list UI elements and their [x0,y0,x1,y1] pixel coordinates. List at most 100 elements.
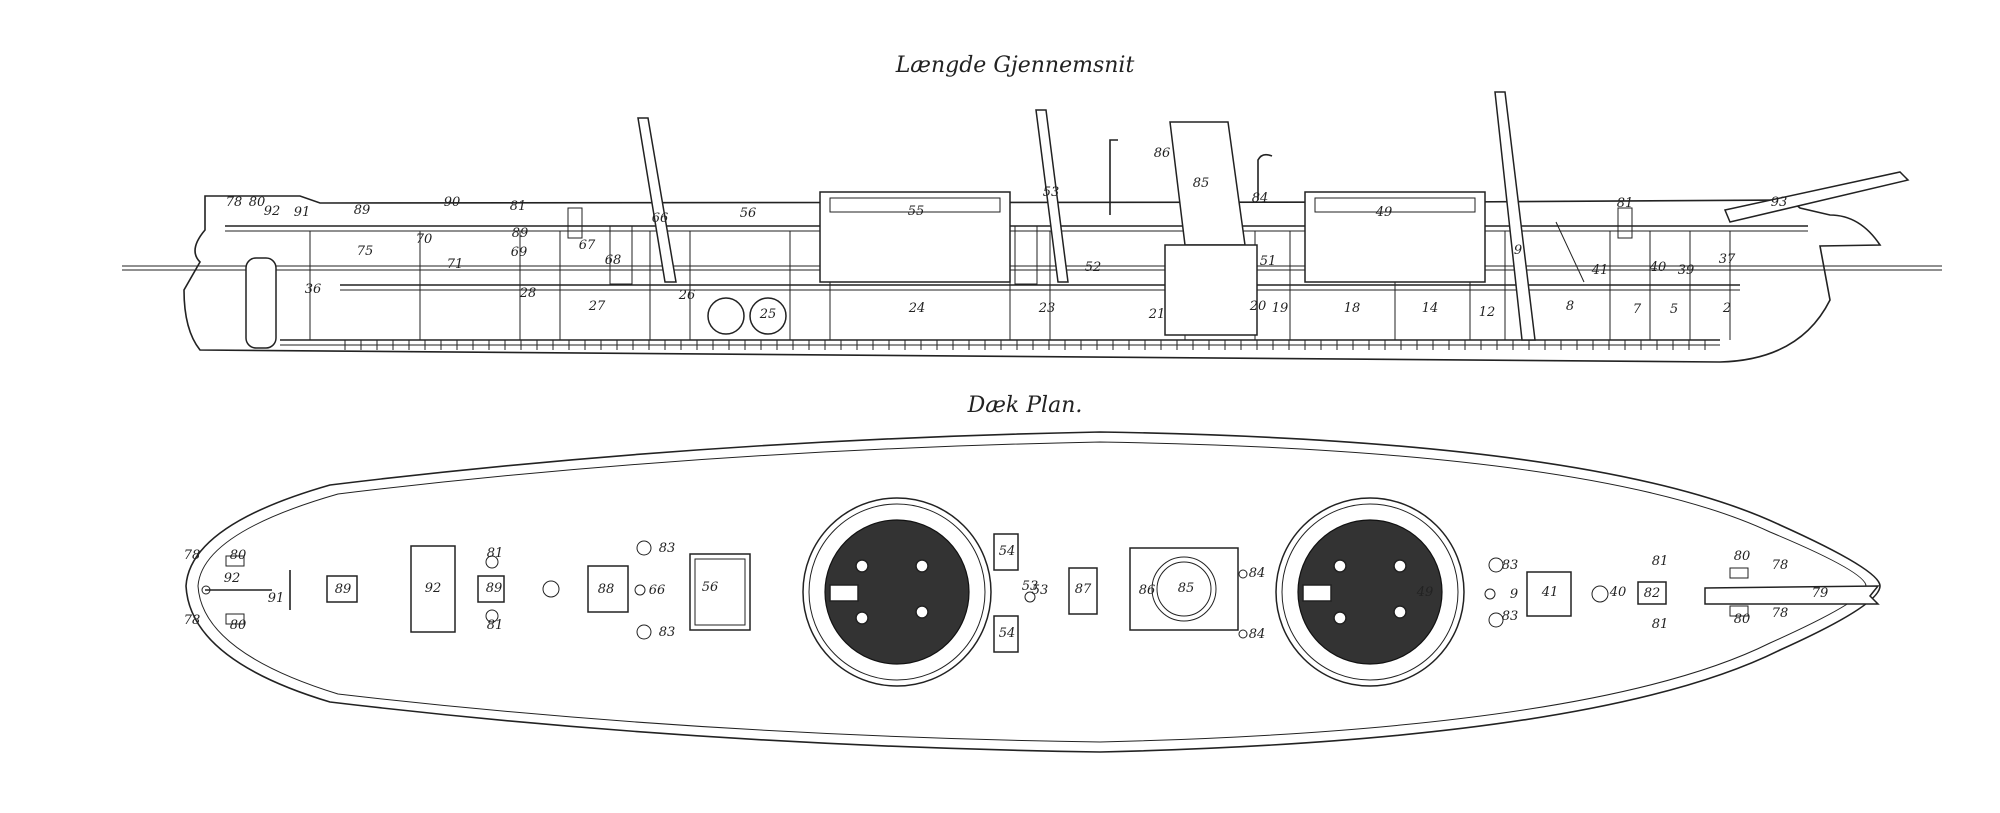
section-label: 91 [294,205,311,220]
section-label: 89 [512,226,529,241]
main-mast [1035,109,1069,283]
section-label: 51 [1260,254,1277,269]
plan-label: 80 [230,548,247,563]
section-label: 41 [1591,263,1609,278]
ventilator-plan [1591,585,1609,603]
hatch [993,533,1019,571]
plan-label: 78 [184,613,201,628]
bowsprit [1723,171,1910,223]
section-title: Længde Gjennemsnit [895,53,1135,78]
plan-label: 81 [1652,617,1669,632]
plan-label: 66 [649,583,666,598]
double-bottom-frames [344,340,1706,350]
ventilator-plan [542,580,560,598]
plan-label: 53 [1022,579,1039,594]
plan-label: 9 [1510,587,1518,602]
plan-label: 81 [487,618,504,633]
section-label: 89 [354,203,371,218]
plan-label: 53 [1032,583,1049,598]
plan-label: 56 [702,580,719,595]
section-label: 2 [1722,301,1731,316]
plan-label: 41 [1541,585,1559,600]
section-label: 26 [678,288,696,303]
plan-label: 80 [1734,549,1751,564]
section-label: 69 [511,245,528,260]
section-label: 28 [519,286,537,301]
section-label: 8 [1566,299,1574,314]
section-label: 81 [1617,196,1634,211]
section-label: 84 [1252,191,1269,206]
section-label: 81 [510,199,527,214]
section-label: 90 [444,195,461,210]
plan-label: 91 [268,591,285,606]
section-label: 21 [1148,307,1166,322]
section-label: 14 [1422,301,1439,316]
plan-label: 81 [487,546,504,561]
plan-label: 87 [1075,582,1092,597]
plan-label: 92 [425,581,442,596]
section-label: 52 [1085,260,1102,275]
section-label: 37 [1719,252,1736,267]
section-label: 49 [1375,205,1393,220]
plan-label: 78 [184,548,201,563]
plan-label: 83 [1502,558,1519,573]
plan-label: 80 [1734,612,1751,627]
section-label: 7 [1633,302,1642,317]
hatch [993,615,1019,653]
section-label: 5 [1670,302,1678,317]
rudder-compartment [245,257,277,349]
plan-label: 82 [1644,586,1661,601]
section-label: 24 [908,301,926,316]
fore-turret [1304,191,1486,283]
section-label: 66 [652,211,669,226]
section-label: 23 [1038,301,1056,316]
section-label: 68 [605,253,622,268]
section-label: 19 [1272,301,1289,316]
plan-label: 89 [335,582,352,597]
plan-label: 88 [598,582,615,597]
bowsprit-plan [1704,585,1880,605]
section-label: 20 [1249,299,1267,314]
after-turret [819,191,1011,283]
boiler [707,297,745,335]
section-label: 75 [357,244,374,259]
section-label: 9 [1514,243,1522,258]
fore-mast [1494,91,1536,341]
hatch [1637,581,1667,605]
section-label: 86 [1154,146,1171,161]
plan-label: 84 [1249,566,1266,581]
section-label: 53 [1043,185,1060,200]
section-label: 25 [759,307,777,322]
hatch [477,575,505,603]
hatch [1068,567,1098,615]
plan-label: 83 [659,625,676,640]
plan-label: 78 [1772,606,1789,621]
plan-label: 92 [224,571,241,586]
section-label: 55 [908,204,925,219]
ventilator [1109,139,1118,215]
section-label: 67 [579,238,596,253]
hatch [326,575,358,603]
section-label: 70 [416,232,433,247]
hull-outline [183,195,1882,363]
plan-label: 83 [1502,609,1519,624]
section-label: 39 [1678,263,1695,278]
section-label: 71 [447,257,464,272]
hatch [587,565,629,613]
plan-label: 40 [1609,585,1627,600]
plan-label: 85 [1178,581,1195,596]
deck-outline-outer [185,431,1881,753]
boiler [749,297,787,335]
section-label: 27 [588,299,606,314]
hatch [1526,571,1572,617]
plan-label: 78 [1772,558,1789,573]
plan-label: 84 [1249,627,1266,642]
ventilator [1257,153,1273,200]
skylight [410,545,456,633]
section-label: 92 [264,204,281,219]
